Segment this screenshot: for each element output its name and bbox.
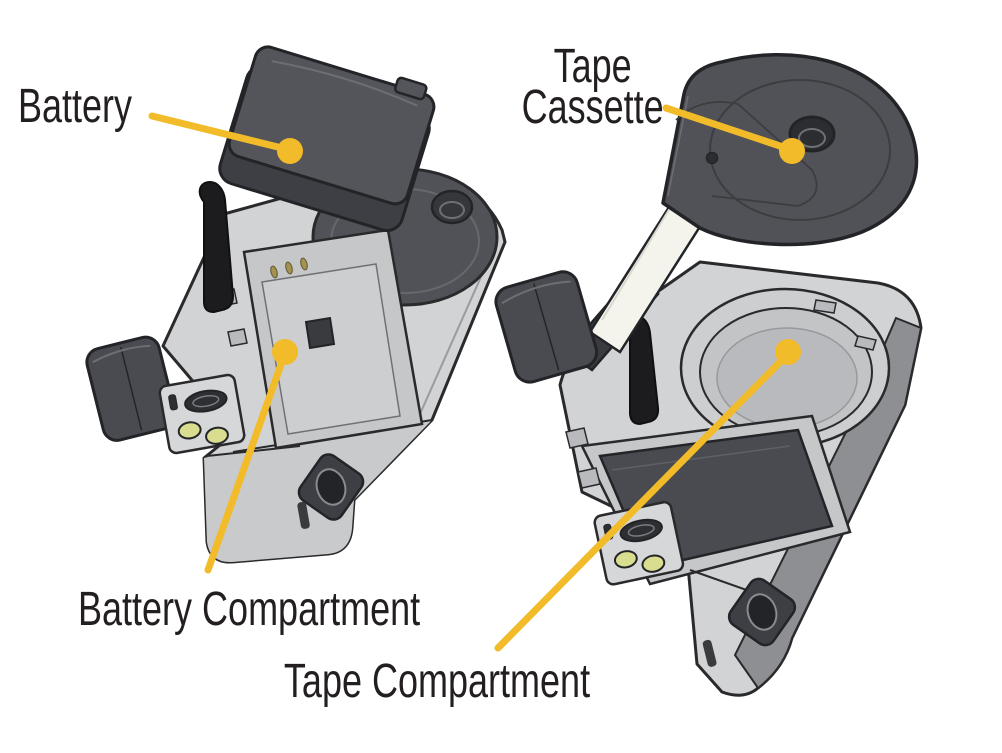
tape-compartment-label: Tape Compartment bbox=[283, 655, 591, 708]
battery-contact-pins bbox=[270, 257, 308, 279]
battery-compartment-leader-line bbox=[204, 352, 288, 574]
left-flip-cover bbox=[85, 335, 178, 442]
battery-tab bbox=[393, 76, 428, 101]
tape-exit-ring bbox=[315, 468, 347, 506]
rail-tab bbox=[227, 328, 248, 347]
right-device-illustration bbox=[494, 52, 923, 697]
left-belt-clip-lever bbox=[198, 180, 235, 314]
rail-tab bbox=[577, 467, 601, 489]
battery-well-floor bbox=[261, 263, 401, 435]
callout-leaders bbox=[148, 104, 805, 652]
status-led bbox=[641, 554, 666, 573]
tape-exit-ring bbox=[746, 593, 778, 631]
right-flip-cover bbox=[494, 270, 599, 384]
tape-compartment-leader-line bbox=[494, 352, 790, 652]
left-port-panel bbox=[158, 373, 246, 455]
status-led bbox=[177, 421, 202, 440]
nose-slot bbox=[702, 639, 717, 667]
left-device-illustration bbox=[85, 45, 507, 564]
tape-cassette-leader-dot bbox=[779, 138, 805, 164]
battery-compartment-leader-dot bbox=[272, 339, 298, 365]
tape-compartment-leader-dot bbox=[775, 339, 801, 365]
tape-cassette-label: Tape Cassette bbox=[521, 40, 664, 135]
battery-compartment-illustration bbox=[242, 228, 424, 450]
strap-slot bbox=[168, 394, 178, 411]
battery-illustration bbox=[218, 45, 436, 233]
status-led bbox=[205, 426, 229, 445]
battery-compartment-label: Battery Compartment bbox=[78, 583, 421, 636]
cassette-pin-hole bbox=[705, 151, 719, 165]
battery-leader-line bbox=[148, 112, 290, 153]
battery-latch bbox=[304, 316, 336, 350]
nose-slot bbox=[297, 501, 310, 529]
battery-leader-dot bbox=[277, 138, 303, 164]
status-led bbox=[613, 550, 638, 569]
battery-label: Battery bbox=[18, 80, 133, 133]
right-port-panel bbox=[593, 500, 685, 586]
rim-clip bbox=[854, 335, 877, 351]
left-side-rim-line bbox=[419, 251, 493, 415]
rim-clip bbox=[813, 299, 837, 314]
cassette-top-pad-line bbox=[675, 101, 818, 207]
rail-tab bbox=[565, 427, 589, 449]
tape-cassette-leader-line bbox=[662, 104, 793, 153]
